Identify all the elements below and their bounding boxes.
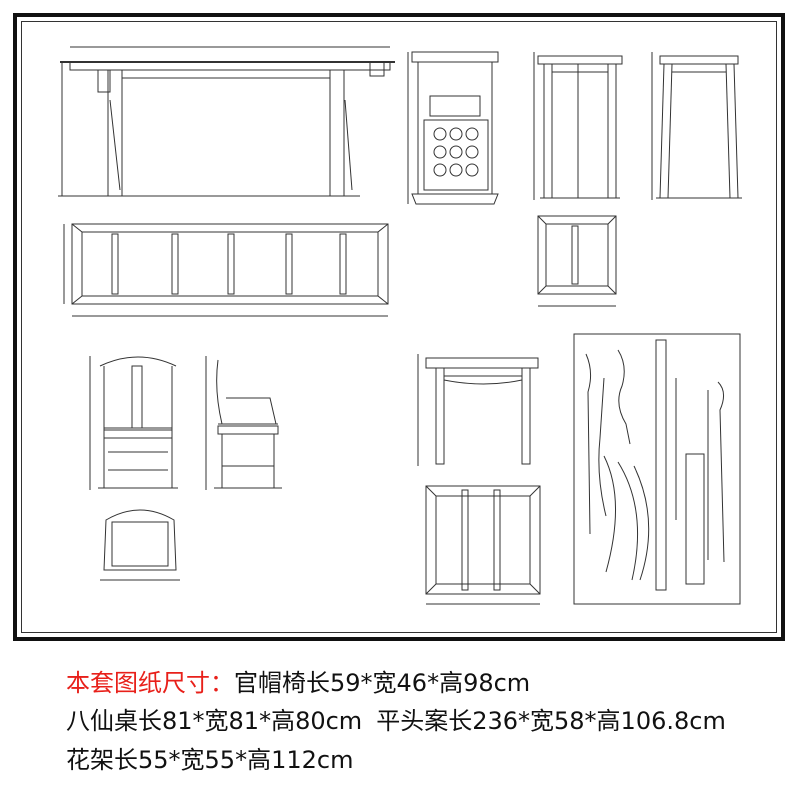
- caption-square-table-dimensions: 八仙桌长81*宽81*高80cm: [66, 707, 363, 735]
- caption-chair-dimensions: 官帽椅长59*宽46*高98cm: [234, 669, 531, 697]
- caption-line-2: 八仙桌长81*宽81*高80cm 平头案长236*宽58*高106.8cm: [66, 706, 726, 736]
- component-parts-sheet: [573, 333, 741, 605]
- drawing-frame-inner: [21, 21, 777, 633]
- long-table-front-view: [58, 46, 395, 197]
- plant-stand-side-elevation: [651, 52, 742, 200]
- plant-stand-side-view: [407, 51, 499, 205]
- chair-plan-view: [100, 509, 180, 581]
- caption-long-table-dimensions: 平头案长236*宽58*高106.8cm: [376, 707, 726, 735]
- caption-line-3: 花架长55*宽55*高112cm: [66, 745, 353, 775]
- plant-stand-front-view: [533, 52, 623, 200]
- caption-line-1: 本套图纸尺寸：官帽椅长59*宽46*高98cm: [66, 668, 530, 698]
- long-table-plan-view: [63, 223, 389, 317]
- plant-stand-plan-view: [537, 215, 617, 307]
- square-table-front-view: [417, 354, 539, 466]
- caption-plant-stand-dimensions: 花架长55*宽55*高112cm: [66, 746, 354, 774]
- chair-front-view: [89, 356, 178, 490]
- caption-heading: 本套图纸尺寸：: [66, 669, 234, 697]
- square-table-plan-view: [425, 485, 541, 605]
- chair-side-view: [205, 356, 282, 490]
